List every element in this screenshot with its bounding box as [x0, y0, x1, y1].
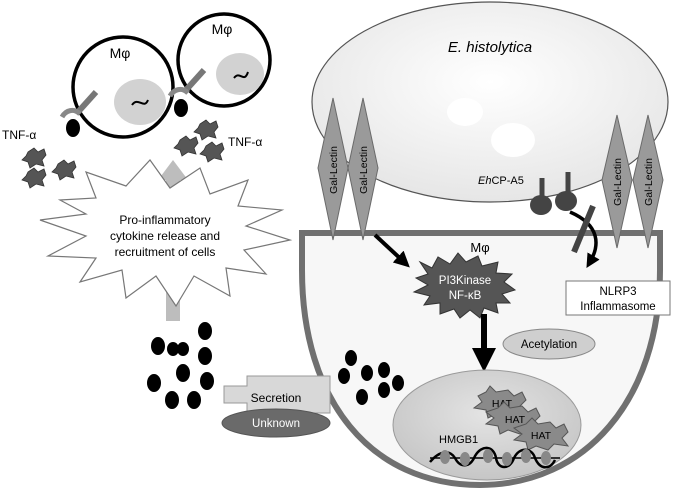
kinase-label-2: NF-κB: [449, 290, 482, 302]
unknown-oval: [221, 408, 331, 438]
small-macrophage-2: Mφ: [167, 12, 272, 117]
starburst-line-1: Pro-inflammatory: [119, 213, 210, 227]
starburst-line-3: recruitment of cells: [115, 245, 216, 259]
gal-lectin-right: Gal-Lectin Gal-Lectin: [601, 114, 664, 249]
acetylation-label: Acetylation: [521, 339, 577, 351]
parasite-vacuole: [447, 98, 483, 126]
lectin-label: Gal-Lectin: [612, 158, 624, 206]
inflammasome-label-1: NLRP3: [599, 286, 636, 298]
intracellular-granules: [338, 350, 404, 405]
parasite-body: [311, 1, 669, 203]
ehcp-label: EhCP-A5: [478, 175, 524, 187]
acetylation-oval: [502, 328, 596, 360]
parasite-vacuole: [491, 123, 535, 157]
unknown-label: Unknown: [252, 418, 300, 430]
secretion-label: Secretion: [251, 391, 302, 405]
lectin-label: Gal-Lectin: [643, 158, 655, 206]
hmgb1-label: HMGB1: [439, 434, 478, 446]
kinase-starburst: [412, 252, 517, 319]
lectin-label: Gal-Lectin: [328, 146, 340, 194]
upward-arrowhead: [158, 160, 188, 180]
lectin-label: Gal-Lectin: [358, 146, 370, 194]
chromatin: [429, 446, 560, 469]
macrophage-label: Mφ: [110, 45, 131, 61]
macrophage-label: Mφ: [470, 240, 489, 255]
signal-arrow: [373, 233, 410, 268]
tnf-label: TNF-α: [2, 128, 36, 142]
tnf-label: TNF-α: [228, 135, 262, 149]
hat-label: HAT: [531, 430, 552, 442]
tnf-cytokines: [21, 119, 225, 189]
hat-group: HAT HAT HAT: [472, 385, 570, 451]
gal-lectin-left: Gal-Lectin Gal-Lectin: [317, 97, 379, 241]
ehcp-a5: EhCP-A5: [478, 172, 577, 215]
starburst-line-2: cytokine release and: [110, 229, 220, 243]
block-bar: [571, 204, 596, 254]
extracellular-granules: [147, 322, 214, 409]
inflammasome-box: [565, 280, 671, 316]
small-macrophage-1: Mφ: [59, 35, 175, 139]
kinase-label-1: PI3Kinase: [439, 275, 491, 287]
hat-label: HAT: [505, 414, 526, 426]
cytokine-starburst: [39, 159, 293, 308]
secretion-arrow: [223, 375, 331, 414]
inflammasome-label-2: Inflammasome: [580, 301, 655, 313]
macrophage-label: Mφ: [212, 21, 233, 37]
organism-label: E. histolytica: [448, 39, 532, 56]
blocked-arrow: [569, 210, 600, 269]
